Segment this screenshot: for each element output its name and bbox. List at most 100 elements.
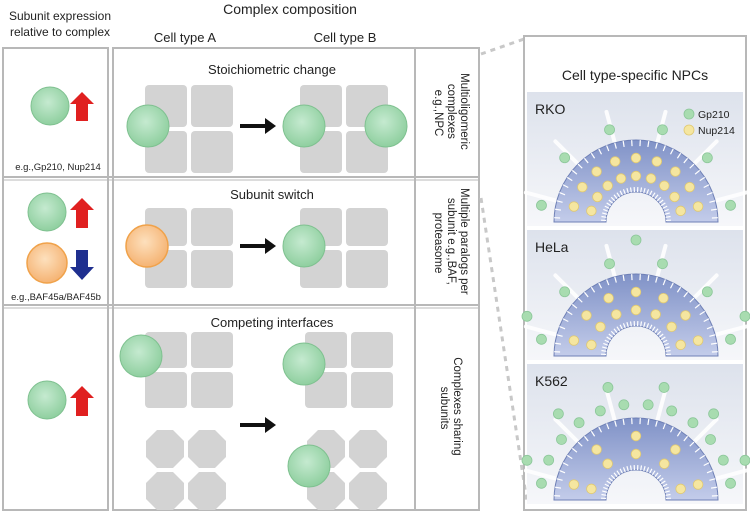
npc-ring-tick [566, 176, 573, 182]
row2-side-line2: subunit e.g.,BAF, [445, 198, 457, 285]
npc-ring-tick [662, 279, 666, 286]
npc-ring-tick [556, 334, 563, 337]
nup214-dot [586, 483, 597, 495]
npc-cell-2: HeLa [521, 230, 750, 360]
npc-ray [655, 387, 668, 423]
npc-ring-tick [629, 321, 632, 327]
nup214-dot [675, 205, 686, 217]
row1-title: Stoichiometric change [208, 62, 336, 77]
npc-ring-tick [689, 163, 695, 169]
npc-ring-tick [665, 215, 671, 218]
npc-ring-tick [622, 467, 626, 473]
npc-ring-tick [616, 326, 621, 332]
npc-ring-tick [606, 279, 610, 286]
npc-ring-tick [614, 142, 617, 149]
npc-ring-tick [676, 430, 682, 437]
nup214-dot [675, 339, 686, 351]
npc-ring-tick [663, 208, 669, 212]
row1-side-label: Multioligomeric complexes e.g.,NPC [432, 73, 470, 153]
row1-complex-a [145, 85, 233, 173]
gp210-dot [701, 152, 713, 164]
npc-ring-tick [566, 310, 573, 316]
npc-ring-tick [660, 336, 666, 341]
npc-ring-tick [663, 486, 669, 490]
npc-ring-tick [669, 426, 674, 433]
npc-ring-tick [602, 490, 608, 493]
npc-ring-tick [709, 334, 716, 337]
npc-ring-tick [614, 276, 617, 283]
npc-cell-label: RKO [535, 101, 565, 117]
npc-ring-tick [699, 454, 706, 460]
npc-ring-tick [559, 192, 566, 196]
nup214-dot [692, 335, 704, 346]
row1-complex-b-green-subunit-left [282, 104, 326, 148]
npc-ring-tick [640, 321, 643, 327]
cell-type-b-label: Cell type B [314, 30, 377, 45]
gp210-dot [521, 454, 533, 466]
nup214-dot [692, 201, 704, 212]
npc-ring-tick [577, 163, 583, 169]
npc-ring-tick [656, 330, 662, 336]
npc-ring-tick [606, 145, 610, 152]
nup214-dot [659, 458, 670, 469]
row3-up-arrow [70, 386, 94, 416]
nup214-dot [592, 191, 603, 203]
nup214-dot [684, 181, 695, 193]
npc-ring-tick [662, 205, 668, 209]
npc-ray [553, 417, 581, 445]
npc-ring-tick [614, 420, 617, 427]
npc-ring-tick [616, 470, 621, 476]
nup214-dot [603, 292, 614, 304]
nup214-dot [591, 166, 602, 177]
npc-ring-tick [662, 339, 668, 343]
npc-ring-tick [646, 189, 650, 195]
gp210-dot [604, 124, 615, 136]
npc-ring-tick [577, 297, 583, 303]
npc-ring-tick [646, 323, 650, 329]
npc-ring-tick [651, 326, 656, 332]
nup214-dot [577, 181, 588, 193]
npc-ring-tick [598, 426, 603, 433]
gp210-dot [573, 417, 585, 429]
npc-ring-tick [662, 483, 668, 487]
nup214-dot [651, 156, 663, 167]
npc-ring-tick [559, 326, 566, 330]
npc-ring-tick [643, 322, 646, 328]
npc-ring-tick [651, 192, 656, 198]
nup214-dot [675, 483, 686, 495]
gp210-dot [559, 286, 571, 298]
gp210-dot [725, 477, 736, 489]
nup214-dot [658, 292, 669, 304]
npc-ring-tick [598, 148, 603, 155]
npc-ring-tick [694, 303, 701, 309]
npc-ray [523, 468, 559, 481]
npc-ring-tick [613, 472, 618, 478]
gp210-dot [708, 408, 720, 420]
npc-ring-tick [619, 190, 623, 196]
npc-ring-tick [619, 468, 623, 474]
npc-ray [691, 139, 719, 167]
npc-ring-tick [658, 199, 664, 204]
row1-green-subunit [30, 86, 70, 126]
gp210-dot [536, 477, 547, 489]
npc-ring-tick [709, 478, 716, 481]
row3-complex-b-octagons [307, 430, 387, 510]
npc-ring-tick [649, 190, 653, 196]
npc-ring-tick [566, 454, 573, 460]
nup214-dot [670, 444, 681, 455]
npc-ring-tick [646, 467, 650, 473]
npc-ring-tick [629, 465, 632, 471]
gp210-dot [543, 454, 555, 466]
npc-ring-tick [606, 480, 612, 485]
npc-ring-tick [662, 145, 666, 152]
npc-ring-tick [608, 333, 614, 338]
npc-ring-tick [604, 483, 610, 487]
npc-ray [553, 139, 581, 167]
npc-ring-tick [651, 470, 656, 476]
npc-ring-tick [654, 194, 659, 200]
row3-complex-b-green-subunit-bottom [287, 444, 331, 488]
npc-ring-tick [643, 188, 646, 194]
npc-ring-tick [583, 435, 589, 442]
